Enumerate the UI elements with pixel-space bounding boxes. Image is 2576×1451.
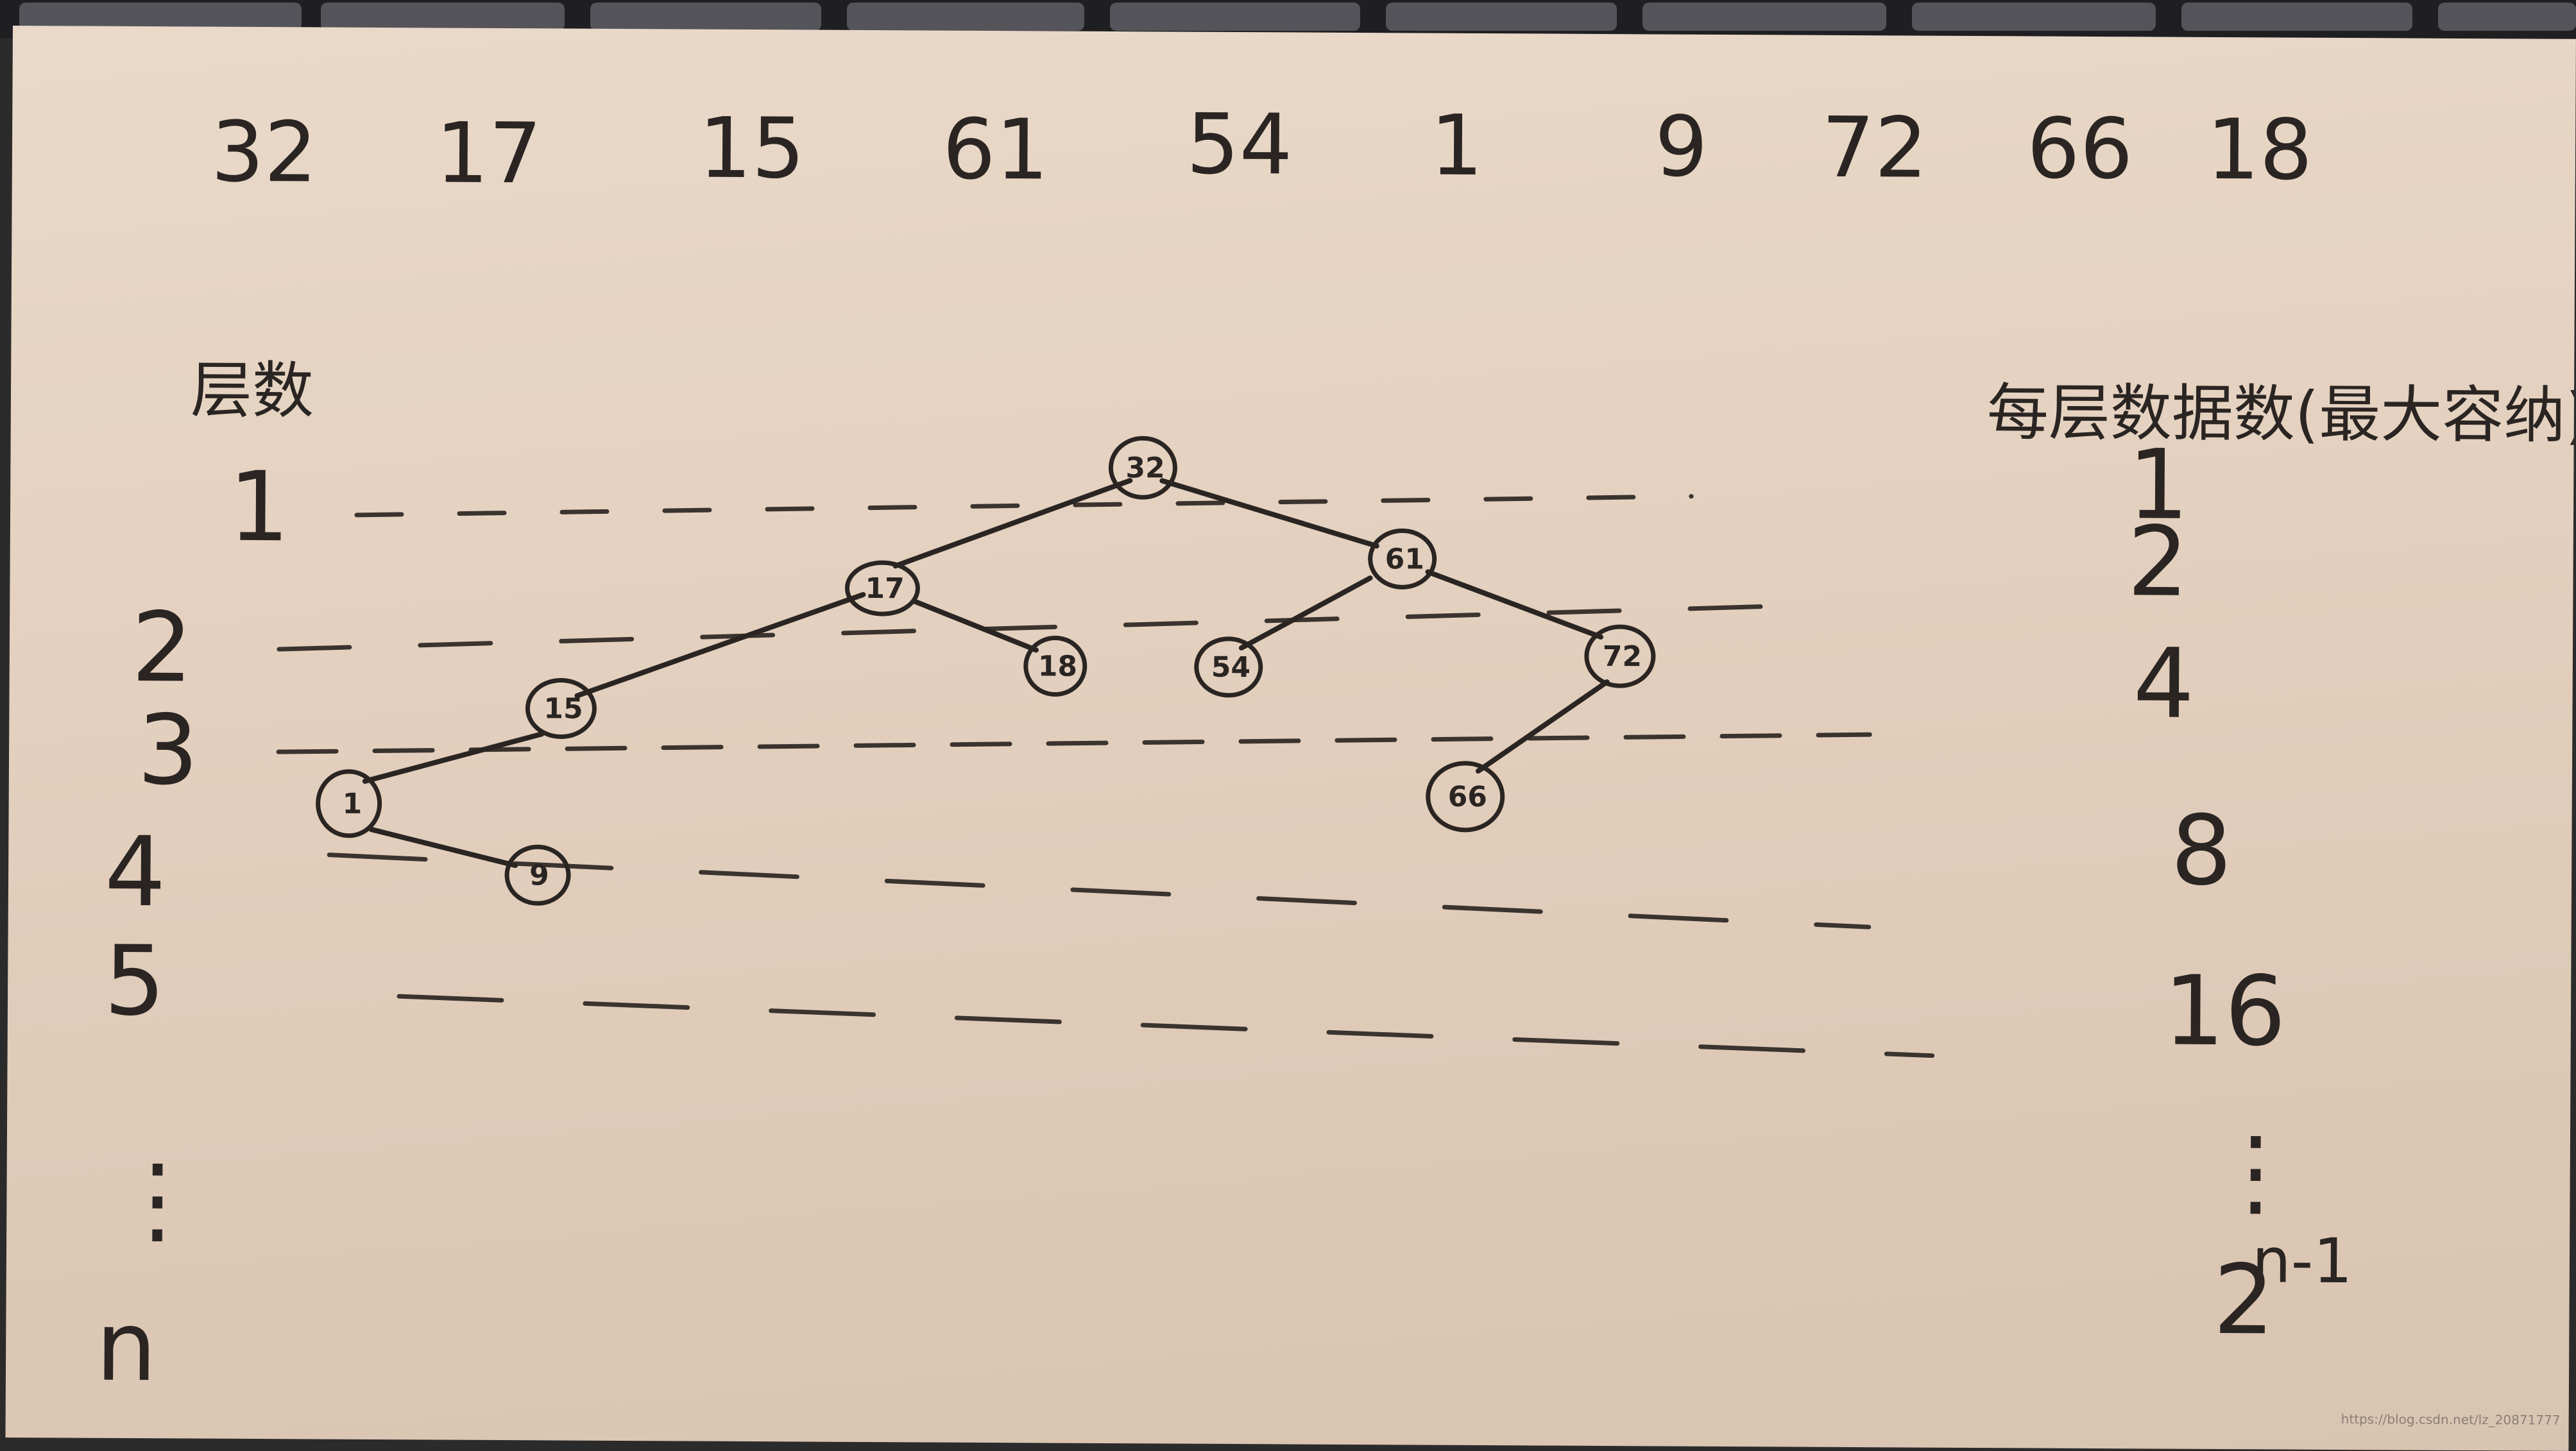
level-label: 5 (104, 926, 166, 1037)
key (1386, 3, 1617, 31)
capacity-value: 2 (2213, 1244, 2274, 1356)
level-label: ⋮ (109, 1144, 206, 1256)
key (1110, 3, 1360, 31)
tree-node-label: 9 (529, 859, 549, 892)
level-guide-lines (276, 494, 1935, 1058)
paper-sheet: 32 17 15 61 54 1 9 72 66 18 层数 每层数据数(最大容… (5, 26, 2576, 1451)
level-label: 3 (137, 695, 199, 806)
key (1912, 3, 2156, 31)
tree-node-label: 54 (1211, 651, 1251, 684)
tree-node-label: 66 (1448, 781, 1488, 813)
seq-item: 66 (2027, 99, 2133, 198)
tree-node: 1 (316, 769, 382, 838)
level-label: n (96, 1291, 157, 1403)
key (1642, 3, 1886, 31)
key (2438, 3, 2576, 31)
level-label: 4 (105, 817, 166, 928)
tree-node: 54 (1194, 636, 1263, 698)
seq-item: 9 (1655, 98, 1709, 195)
seq-item: 17 (436, 104, 542, 202)
tree-node: 17 (844, 560, 920, 616)
tree-node: 61 (1368, 528, 1437, 590)
tree-node: 32 (1108, 436, 1177, 500)
tree-nodes: 32 17 61 15 18 54 (316, 436, 1656, 906)
seq-item: 54 (1186, 96, 1293, 194)
level-capacity-counts: 1 2 4 8 16 ⋮ 2 n-1 (2127, 429, 2353, 1356)
tree-node-label: 61 (1385, 543, 1425, 575)
tree-node: 66 (1426, 761, 1505, 833)
tree-node-label: 1 (343, 788, 363, 820)
level-label: 1 (228, 452, 290, 563)
number-sequence: 32 17 15 61 54 1 9 72 66 18 (211, 96, 2313, 203)
seq-item: 32 (211, 103, 318, 201)
tree-node-label: 15 (543, 692, 583, 725)
capacity-value: 16 (2163, 956, 2287, 1068)
tree-node-label: 17 (865, 572, 905, 605)
level-column-header: 层数 (191, 354, 314, 427)
capacity-value: 8 (2171, 795, 2232, 907)
handwritten-diagram: 32 17 15 61 54 1 9 72 66 18 层数 每层数据数(最大容… (96, 96, 2576, 1428)
tree-node-label: 32 (1125, 452, 1165, 484)
seq-item: 15 (699, 99, 805, 198)
tree-node: 18 (1023, 636, 1088, 697)
capacity-value: 4 (2133, 628, 2194, 740)
count-column-header: 每层数据数(最大容纳) (1987, 377, 2576, 452)
level-numbers: 1 2 3 4 5 ⋮ n (96, 452, 290, 1403)
key (847, 3, 1084, 31)
key (2181, 3, 2412, 31)
capacity-value: ⋮ (2207, 1116, 2304, 1228)
seq-item: 1 (1430, 97, 1484, 194)
level-label: 2 (131, 592, 192, 704)
key (590, 3, 821, 31)
seq-item: 18 (2206, 101, 2313, 199)
tree-node-label: 18 (1038, 650, 1078, 683)
key (321, 3, 565, 31)
capacity-exponent: n-1 (2252, 1225, 2353, 1297)
capacity-value: 2 (2127, 506, 2188, 618)
keyboard-edge (0, 0, 2576, 38)
tree-node-label: 72 (1603, 640, 1642, 673)
tree-node: 9 (504, 844, 571, 906)
seq-item: 72 (1821, 99, 1928, 197)
watermark: https://blog.csdn.net/lz_20871777 (2341, 1411, 2561, 1428)
capacity-value: 1 (2128, 429, 2189, 541)
seq-item: 61 (943, 101, 1049, 199)
tree-node: 72 (1584, 624, 1656, 688)
tree-edges (362, 478, 1610, 869)
tree-node: 15 (525, 677, 597, 739)
